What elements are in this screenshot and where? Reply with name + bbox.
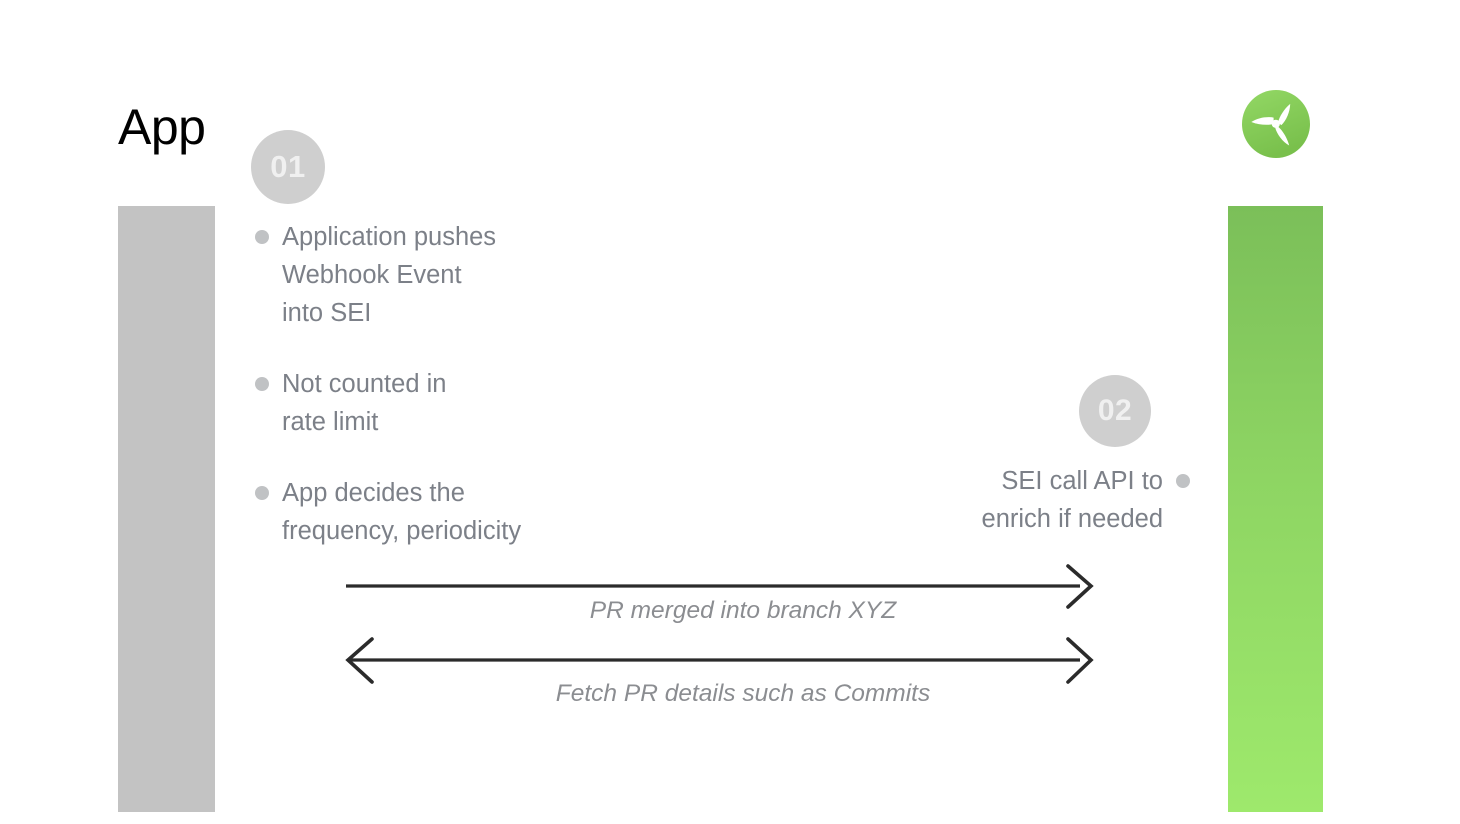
list-item: Not counted in rate limit <box>255 365 725 441</box>
list-item: SEI call API to enrich if needed <box>860 462 1190 538</box>
pr-merged-arrow <box>340 560 1100 617</box>
bullet-dot-icon <box>255 486 269 500</box>
bullet-dot-icon <box>255 377 269 391</box>
bullet-text: Application pushes Webhook Event into SE… <box>282 223 497 327</box>
sei-bullet-list: SEI call API to enrich if needed <box>860 462 1190 538</box>
bullet-text: App decides the frequency, periodicity <box>282 479 522 545</box>
step-badge-02: 02 <box>1079 375 1151 447</box>
list-item: App decides the frequency, periodicity <box>255 474 725 550</box>
bullet-dot-icon <box>255 230 269 244</box>
fetch-pr-details-arrow <box>340 634 1100 691</box>
bullet-text: Not counted in rate limit <box>282 370 447 436</box>
harness-propeller-logo-icon <box>1241 89 1311 159</box>
sei-lane-bar <box>1228 206 1323 812</box>
fetch-pr-details-arrow-label: Fetch PR details such as Commits <box>555 680 931 707</box>
pr-merged-arrow-label: PR merged into branch XYZ <box>589 597 897 624</box>
bullet-dot-icon <box>1176 474 1190 488</box>
app-bullet-list: Application pushes Webhook Event into SE… <box>255 218 725 550</box>
page-title: App <box>118 99 206 155</box>
app-lane-bar <box>118 206 215 812</box>
step-badge-01: 01 <box>251 130 325 204</box>
list-item: Application pushes Webhook Event into SE… <box>255 218 725 332</box>
bullet-text: SEI call API to enrich if needed <box>981 467 1163 533</box>
